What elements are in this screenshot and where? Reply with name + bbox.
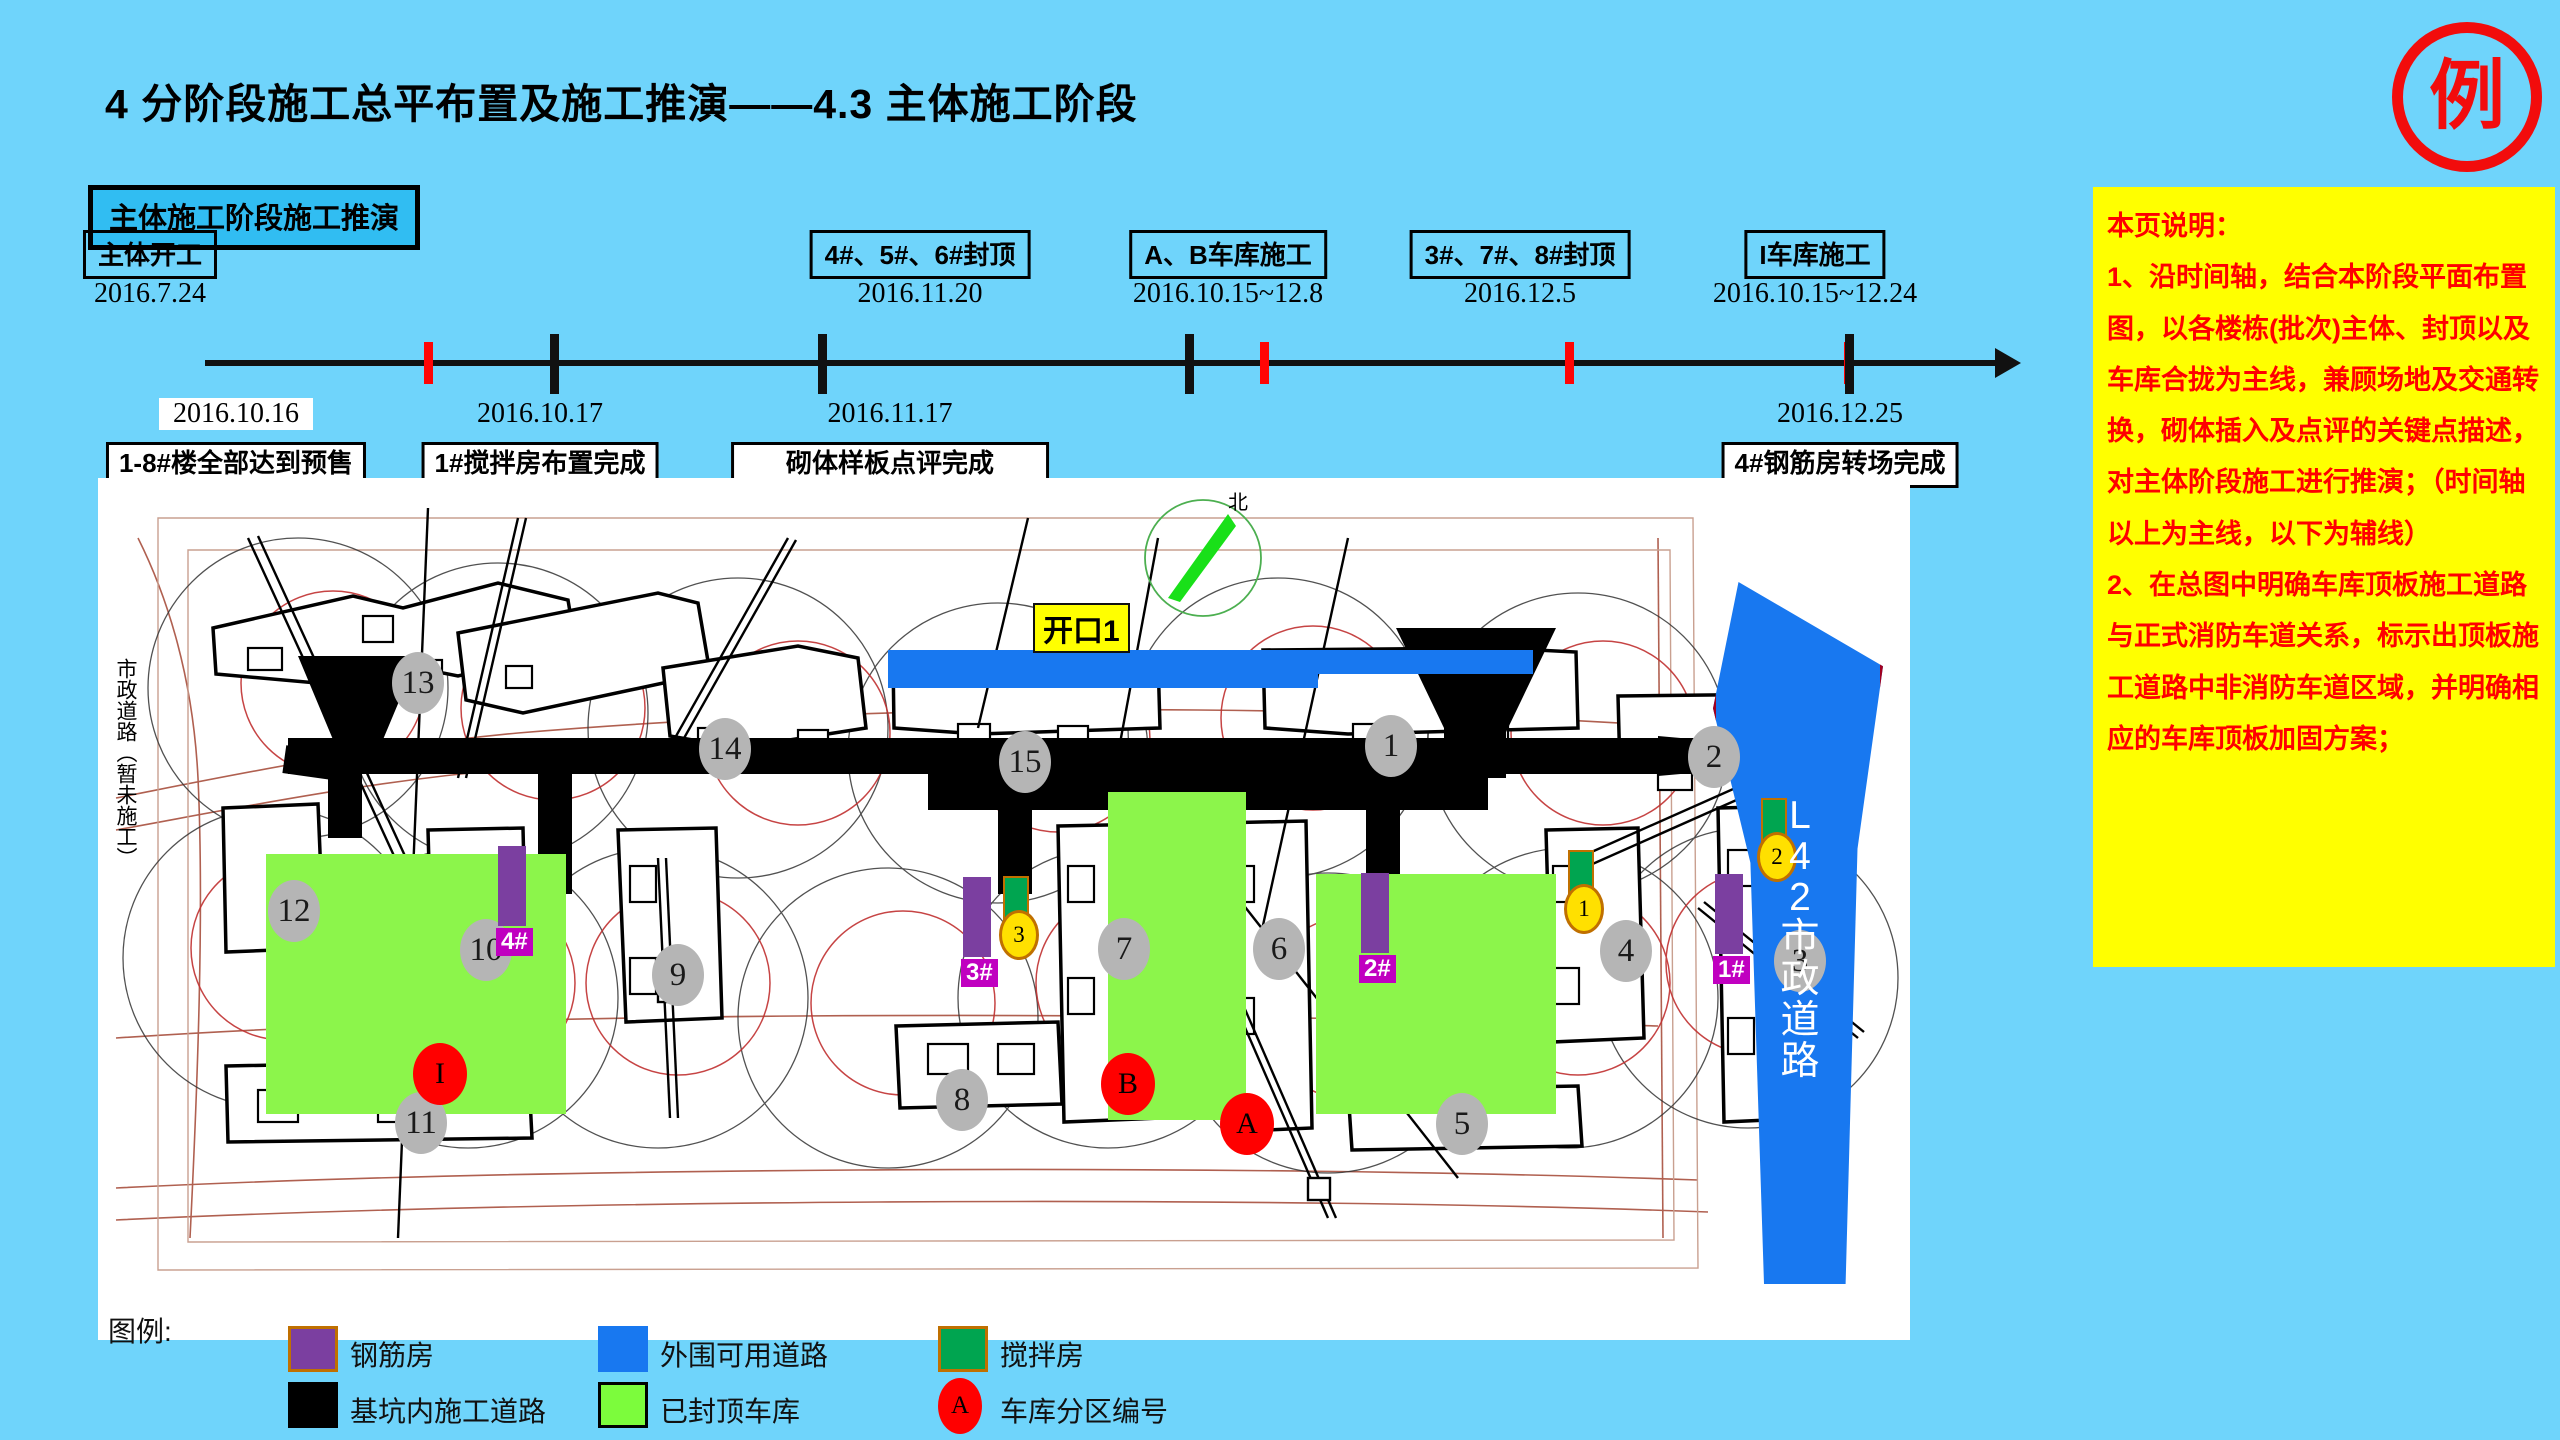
rebar-house-1# (1715, 874, 1743, 954)
legend-title: 图例: (108, 1316, 172, 1347)
mixing-house-marker-2: 2 (1757, 832, 1797, 882)
garage-zone-marker-B: B (1101, 1053, 1155, 1115)
legend-label: 车库分区编号 (1000, 1396, 1169, 1427)
blue-road-top2 (888, 674, 1318, 688)
legend-label: 已封顶车库 (660, 1396, 801, 1427)
legend-label: 钢筋房 (350, 1340, 435, 1371)
building-marker-15: 15 (999, 731, 1051, 793)
building-marker-8: 8 (936, 1069, 988, 1131)
building-marker-3: 3 (1774, 930, 1826, 992)
building-marker-9: 9 (652, 944, 704, 1006)
page-title: 4 分阶段施工总平布置及施工推演——4.3 主体施工阶段 (105, 81, 1138, 127)
legend-swatch (938, 1326, 988, 1372)
timeline-tick-red (1260, 342, 1269, 384)
rebar-house-tag-3#: 3# (961, 959, 998, 987)
timeline-tick-black (1185, 334, 1194, 394)
building-marker-5: 5 (1436, 1093, 1488, 1155)
timeline-event-label: I车库施工 (1744, 230, 1886, 279)
garage-zone-marker-I: I (413, 1043, 467, 1105)
timeline-event-date: 2016.10.15~12.8 (1132, 278, 1324, 309)
building-marker-2: 2 (1688, 726, 1740, 788)
building-marker-7: 7 (1098, 918, 1150, 980)
legend-swatch-garage-zone: A (938, 1378, 982, 1434)
timeline-event-date: 2016.11.20 (857, 278, 983, 309)
page-note-panel: 本页说明： 1、沿时间轴，结合本阶段平面布置图，以各楼栋(批次)主体、封顶以及车… (2093, 187, 2555, 967)
timeline-tick-red (424, 342, 433, 384)
rebar-house-tag-4#: 4# (496, 928, 533, 956)
legend-swatch (598, 1326, 648, 1372)
garage-zone-marker-A: A (1220, 1093, 1274, 1155)
timeline-event-date: 2016.12.5 (1464, 278, 1576, 309)
section-tag: 主体施工阶段施工推演 (88, 185, 421, 250)
timeline-tick-black (1845, 334, 1854, 394)
legend-label: 搅拌房 (1000, 1340, 1085, 1371)
legend-label: 基坑内施工道路 (350, 1396, 547, 1427)
north-label: 北 (1228, 492, 1248, 514)
timeline-tick-black (550, 334, 559, 394)
timeline-lower-date: 2016.11.17 (827, 398, 953, 429)
legend-swatch (598, 1382, 648, 1428)
rebar-house-4# (498, 846, 526, 926)
example-stamp: 例 (2392, 22, 2542, 172)
legend-swatch (288, 1382, 338, 1428)
left-road-label: 市政道路（暂未施工） (114, 658, 137, 868)
timeline-event-label: 3#、7#、8#封顶 (1409, 230, 1631, 279)
building-marker-1: 1 (1365, 715, 1417, 777)
building-marker-4: 4 (1600, 920, 1652, 982)
legend: 图例: 钢筋房 外围可用道路 搅拌房基坑内施工道路 已封顶车库 A 车库分区编号 (108, 1300, 1408, 1434)
rebar-house-3# (963, 877, 991, 957)
timeline-lower-date: 2016.10.17 (477, 398, 603, 429)
page-note-item-2: 2、在总图中明确车库顶板施工道路与正式消防车道关系，标示出顶板施工道路中非消防车… (2107, 570, 2539, 754)
timeline-arrow-icon (1995, 348, 2021, 378)
building-marker-13: 13 (392, 652, 444, 714)
timeline-lower-date: 2016.12.25 (1777, 398, 1903, 429)
building-marker-11: 11 (395, 1092, 447, 1154)
legend-swatch (288, 1326, 338, 1372)
timeline-tick-black (818, 334, 827, 394)
garage-zone-A (1316, 874, 1556, 1114)
page-note-item-1: 1、沿时间轴，结合本阶段平面布置图，以各楼栋(批次)主体、封顶以及车库合拢为主线… (2107, 262, 2539, 549)
opening-1-tag: 开口1 (1033, 603, 1130, 653)
legend-label: 外围可用道路 (660, 1340, 829, 1371)
timeline-event-label: A、B车库施工 (1129, 230, 1327, 279)
timeline-axis (205, 360, 2000, 366)
timeline-event-label: 主体开工 (82, 230, 218, 279)
timeline-event-date: 2016.7.24 (94, 278, 206, 309)
north-arrow-icon (1144, 499, 1262, 617)
building-marker-6: 6 (1253, 918, 1305, 980)
timeline-lower-date: 2016.10.16 (159, 398, 313, 430)
building-marker-12: 12 (268, 880, 320, 942)
rebar-house-tag-2#: 2# (1359, 955, 1396, 983)
timeline-event-label: 4#、5#、6#封顶 (809, 230, 1031, 279)
page-note-heading: 本页说明： (2107, 211, 2242, 241)
blue-road-top (888, 650, 1533, 674)
rebar-house-tag-1#: 1# (1713, 956, 1750, 984)
mixing-house-marker-1: 1 (1564, 884, 1604, 934)
timeline-tick-red (1565, 342, 1574, 384)
timeline-event-date: 2016.10.15~12.24 (1712, 278, 1918, 309)
mixing-house-marker-3: 3 (999, 910, 1039, 960)
building-marker-14: 14 (699, 718, 751, 780)
rebar-house-2# (1361, 873, 1389, 953)
